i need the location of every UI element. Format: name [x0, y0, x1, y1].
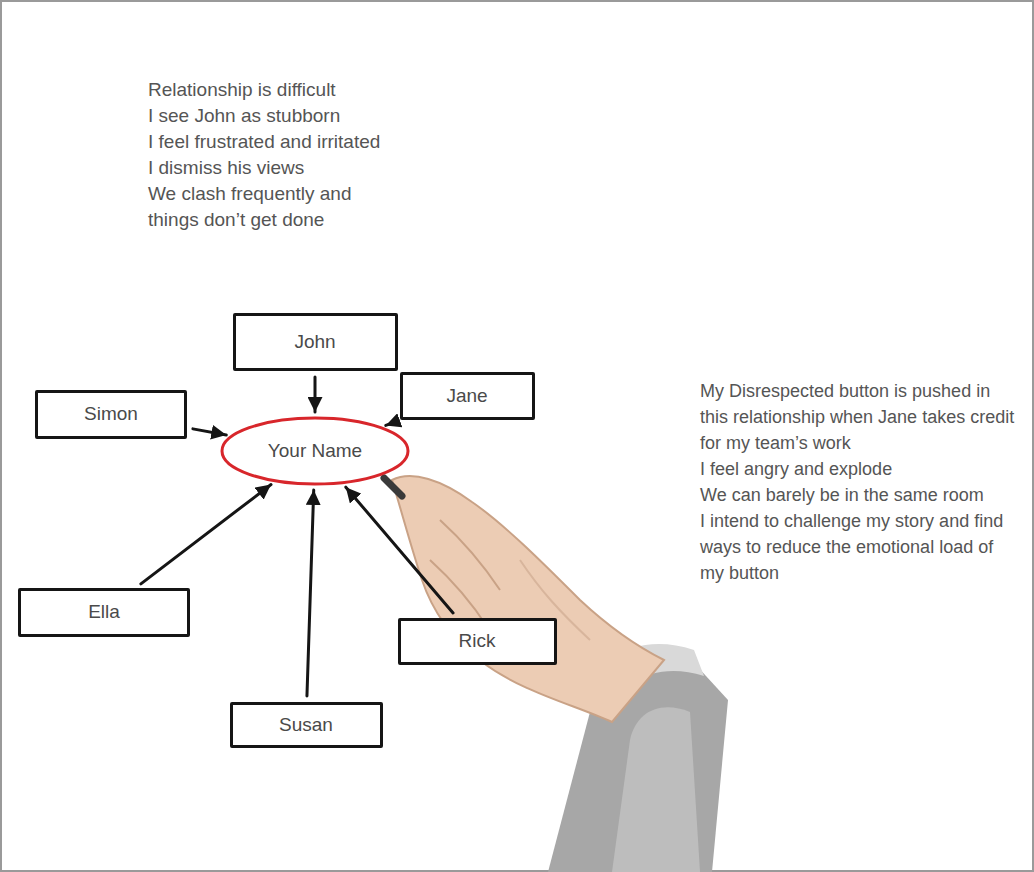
focus-ellipse: Your Name — [220, 416, 410, 486]
notes-block: Relationship is difficultI see John as s… — [148, 77, 398, 233]
person-name: John — [294, 330, 335, 354]
person-name: Rick — [459, 629, 496, 653]
relationship-arrow — [314, 377, 317, 412]
person-name: Jane — [446, 384, 487, 408]
person-box: Rick — [398, 618, 557, 665]
relationship-arrow — [346, 487, 453, 613]
marker-tip — [384, 478, 402, 496]
note-line: I dismiss his views — [148, 155, 398, 181]
person-box: John — [233, 313, 398, 371]
person-box: Ella — [18, 588, 190, 637]
relationship-arrow — [386, 422, 395, 425]
note-line: I feel frustrated and irritated — [148, 129, 398, 155]
person-box: Jane — [400, 372, 535, 420]
relationship-arrow — [141, 485, 271, 584]
note-line: My Disrespected button is pushed in this… — [700, 378, 1022, 456]
person-name: Ella — [88, 600, 120, 624]
relationship-arrow — [307, 490, 314, 696]
hand — [392, 476, 664, 722]
hand-shape — [392, 476, 664, 722]
red-ellipse — [222, 418, 408, 484]
note-line: I see John as stubborn — [148, 103, 398, 129]
note-line: I feel angry and explode — [700, 456, 1022, 482]
button-notes-block: My Disrespected button is pushed in this… — [700, 378, 1022, 586]
note-line: We can barely be in the same room — [700, 482, 1022, 508]
person-name: Simon — [84, 402, 138, 426]
note-line: I intend to challenge my story and find … — [700, 508, 1022, 586]
person-name: Susan — [279, 713, 333, 737]
relationship-arrow — [193, 429, 226, 435]
note-line: We clash frequently and things don’t get… — [148, 181, 398, 233]
person-box: Susan — [230, 702, 383, 748]
person-name: Your Name — [268, 439, 362, 463]
sleeve-highlight — [612, 707, 700, 872]
person-box: Simon — [35, 390, 187, 439]
note-line: Relationship is difficult — [148, 77, 398, 103]
